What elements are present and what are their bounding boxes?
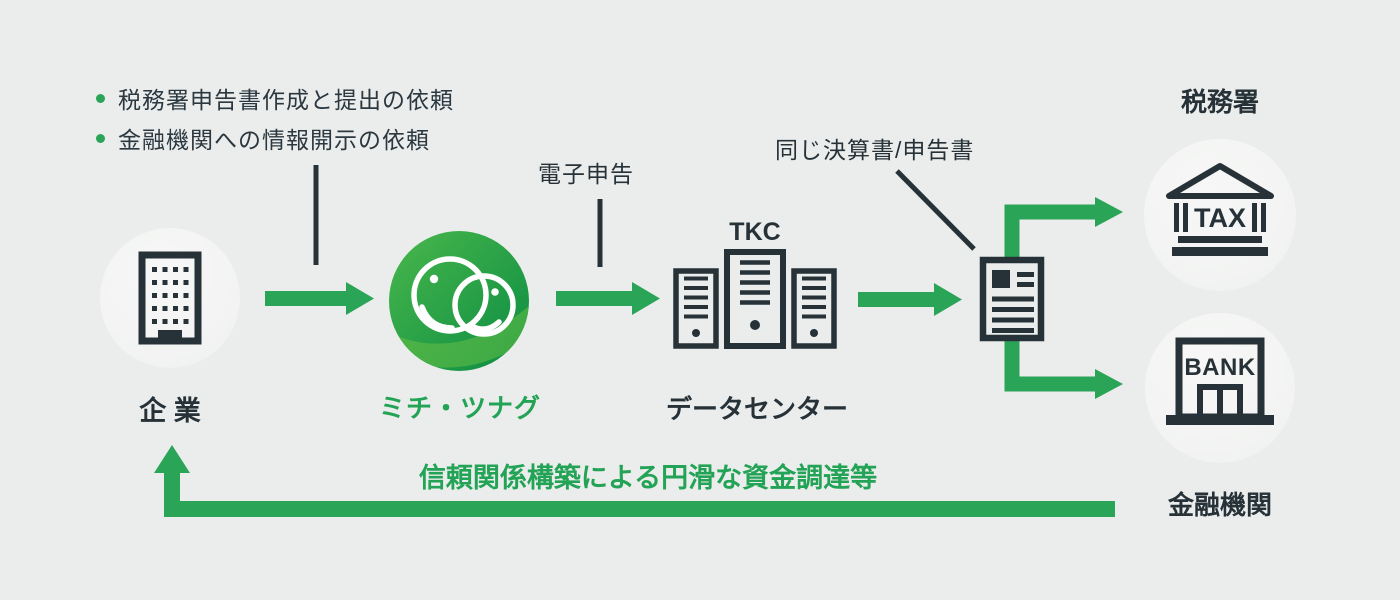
list-item: 税務署申告書作成と提出の依頼 (96, 78, 454, 118)
branch-document-to-bank (1004, 340, 1123, 399)
datacenter-label: データセンター (665, 394, 848, 424)
same-docs-pointer-line (895, 169, 976, 251)
company-label: 企 業 (139, 396, 201, 426)
branch-document-to-tax (1004, 197, 1123, 258)
michi-tsunagu-label: ミチ・ツナグ (378, 393, 541, 423)
server-rack-icon (673, 249, 837, 349)
bullet-icon (96, 93, 105, 103)
building-windows (152, 267, 189, 324)
bank-storefront-icon: BANK (1166, 337, 1274, 425)
bank-label: 金融機関 (1167, 490, 1272, 520)
logo-swoosh (389, 299, 529, 368)
datacenter-brand-label: TKC (729, 218, 781, 246)
company-node-circle (100, 228, 240, 368)
tax-columns (1174, 203, 1266, 232)
bullet-icon (96, 133, 105, 143)
arrow-michi-to-datacenter (556, 282, 660, 315)
tax-base-steps (1172, 236, 1268, 256)
request-item-label: 税務署申告書作成と提出の依頼 (118, 87, 454, 113)
bank-sign-text: BANK (1184, 354, 1255, 381)
feedback-annotation: 信頼関係構築による円滑な資金調達等 (418, 463, 878, 493)
government-building-icon: TAX (1166, 163, 1274, 256)
arrow-company-to-michi (265, 282, 374, 315)
document-icon (979, 256, 1045, 342)
arrow-datacenter-to-document (858, 283, 962, 316)
logo-faces (411, 256, 516, 337)
two-smiling-faces-logo (389, 231, 529, 371)
tax-office-label: 税務署 (1180, 87, 1259, 117)
tax-sign-text: TAX (1194, 203, 1246, 233)
bank-base (1166, 415, 1274, 425)
efile-annotation: 電子申告 (538, 161, 634, 187)
building-door (158, 330, 182, 341)
tax-roof (1166, 163, 1274, 199)
request-item-label: 金融機関への情報開示の依頼 (118, 127, 430, 153)
bank-doors (1197, 384, 1243, 417)
logo-eyes (429, 274, 499, 296)
request-list: 税務署申告書作成と提出の依頼 金融機関への情報開示の依頼 (96, 78, 454, 158)
list-item: 金融機関への情報開示の依頼 (96, 118, 454, 158)
office-building-icon (138, 251, 202, 345)
same-docs-annotation: 同じ決算書/申告書 (775, 137, 975, 163)
